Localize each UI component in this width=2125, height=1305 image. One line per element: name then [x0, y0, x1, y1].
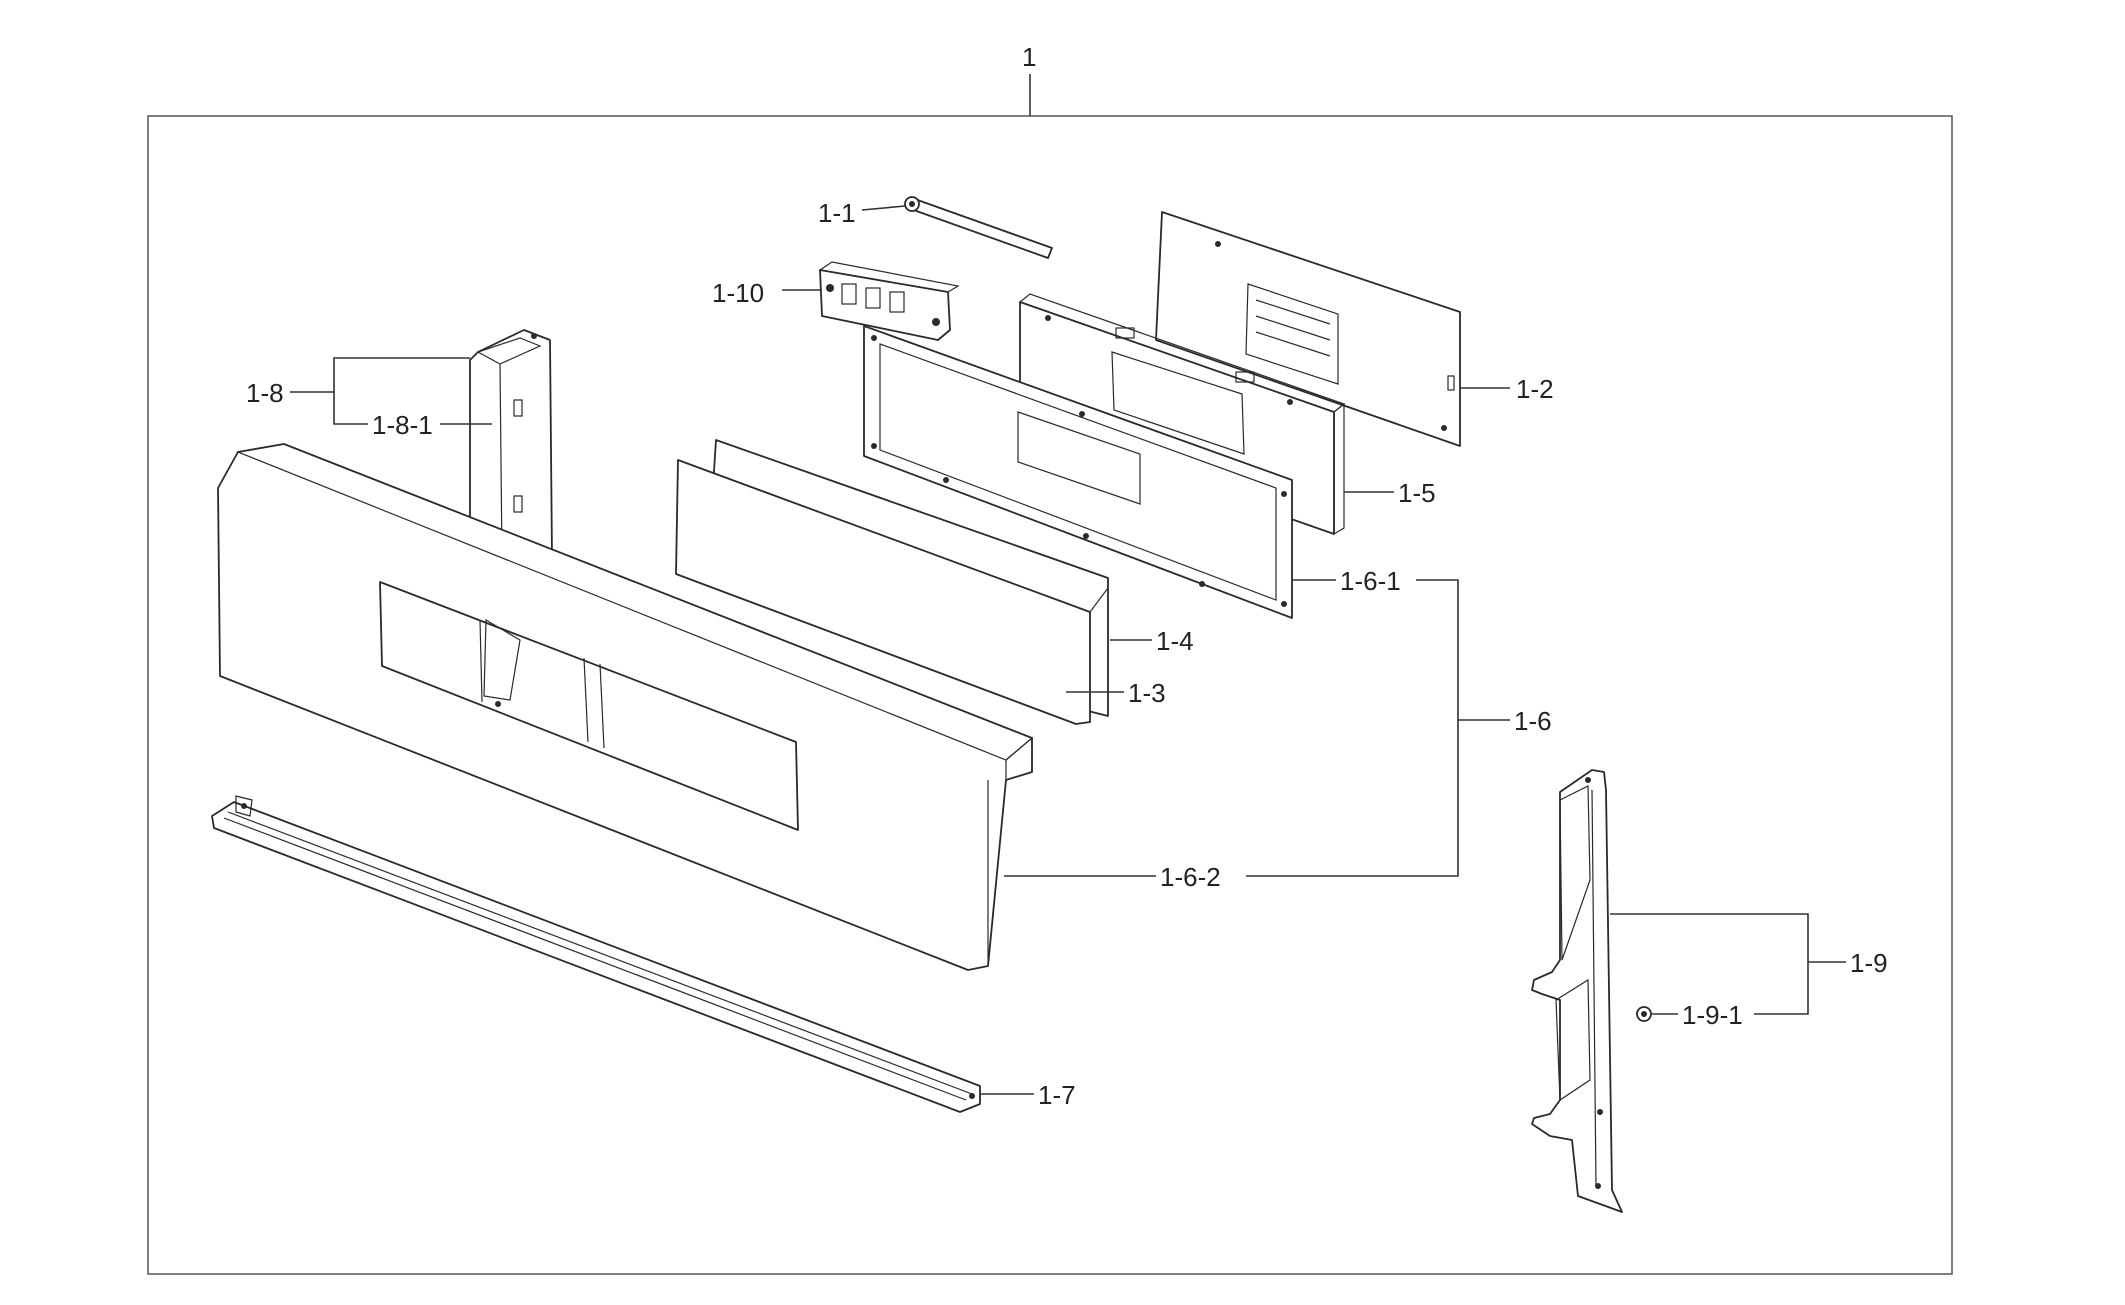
- callout-1: 1: [1022, 42, 1036, 72]
- callout-1-6-1: 1-6-1: [1340, 566, 1401, 596]
- leader-1-9-bracket: [1610, 913, 1809, 1015]
- part-bottom-rail: [211, 795, 981, 1113]
- callout-1-7: 1-7: [1038, 1080, 1076, 1110]
- callout-1-6-2: 1-6-2: [1160, 862, 1221, 892]
- part-screw: [1636, 1006, 1652, 1022]
- callout-1-2: 1-2: [1516, 374, 1554, 404]
- callout-1-8: 1-8: [246, 378, 284, 408]
- leader-1-8: [333, 357, 470, 425]
- part-control-board: [1155, 211, 1461, 447]
- callout-1-9-1: 1-9-1: [1682, 1000, 1743, 1030]
- leader-1-6-bracket: [1246, 579, 1459, 877]
- callout-1-10: 1-10: [712, 278, 764, 308]
- part-rod: [904, 196, 1053, 259]
- callout-1-5: 1-5: [1398, 478, 1436, 508]
- part-connector-block: [818, 261, 960, 341]
- diagram-frame: [147, 115, 1953, 1275]
- callout-1-1: 1-1: [818, 198, 856, 228]
- leader-1-1: [861, 205, 906, 211]
- callout-1-9: 1-9: [1850, 948, 1888, 978]
- part-display-frame: [863, 325, 1293, 619]
- part-glass-panel: [675, 439, 1109, 725]
- callout-1-3: 1-3: [1128, 678, 1166, 708]
- callout-1-6: 1-6: [1514, 706, 1552, 736]
- part-right-bracket: [1531, 769, 1623, 1213]
- callout-1-8-1: 1-8-1: [372, 410, 433, 440]
- callout-1-4: 1-4: [1156, 626, 1194, 656]
- part-control-panel-front: [217, 443, 1034, 971]
